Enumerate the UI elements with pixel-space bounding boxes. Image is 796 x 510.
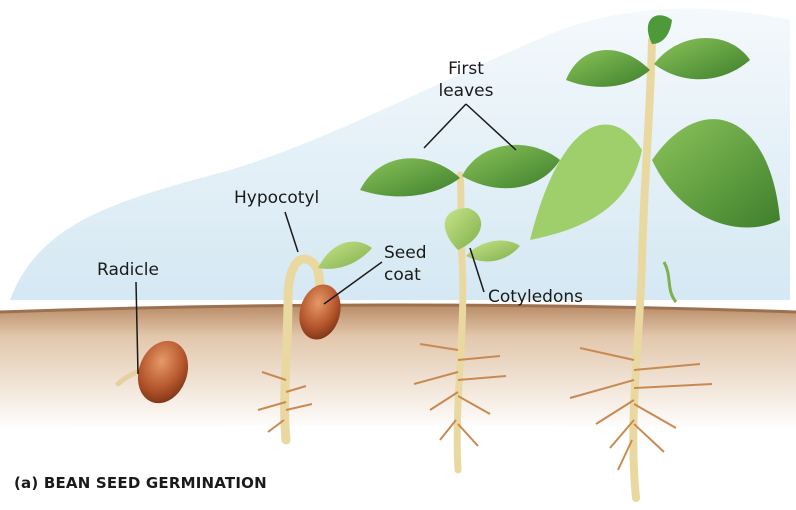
label-first-leaves-line1: First [432, 58, 500, 80]
label-seed-coat-line1: Seed [384, 242, 427, 264]
label-seed-coat-line2: coat [384, 264, 427, 286]
label-cotyledons: Cotyledons [488, 286, 583, 308]
label-seed-coat: Seed coat [384, 242, 427, 286]
label-radicle: Radicle [97, 259, 159, 281]
label-first-leaves-line2: leaves [432, 80, 500, 102]
label-first-leaves: First leaves [432, 58, 500, 102]
figure-caption: (a) BEAN SEED GERMINATION [14, 474, 267, 492]
soil-layer [0, 305, 796, 430]
label-hypocotyl: Hypocotyl [234, 187, 319, 209]
